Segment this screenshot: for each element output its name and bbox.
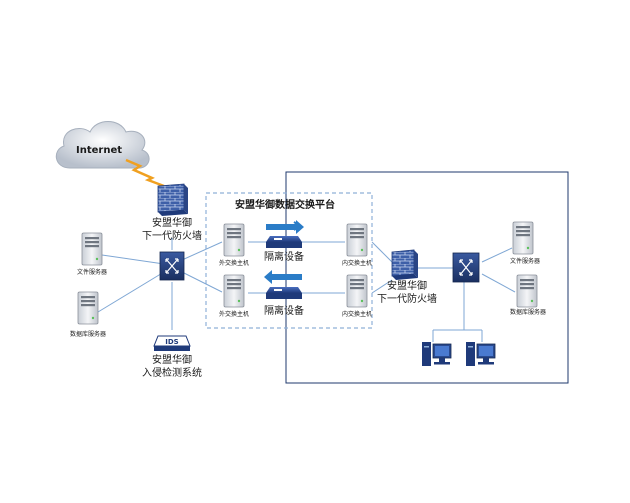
isolation-bottom-label: 隔离设备 — [264, 304, 304, 317]
inner-host-top-label: 内交换主机 — [342, 259, 372, 267]
lightning-link-icon — [125, 158, 165, 188]
ids-device-icon: IDS — [153, 335, 191, 351]
internet-label: Internet — [76, 145, 122, 156]
exchange-platform-box — [205, 192, 373, 329]
outer-firewall-icon — [157, 183, 188, 216]
ids-label-1: 安盟华御 — [152, 353, 192, 366]
right-file-server-icon — [512, 221, 534, 255]
outer-firewall-label-2: 下一代防火墙 — [142, 229, 202, 242]
workstation-left-icon — [422, 342, 452, 366]
outer-host-top-icon — [223, 223, 245, 257]
isolation-device-bottom-icon — [264, 270, 302, 299]
platform-title: 安盟华御数据交换平台 — [235, 198, 335, 211]
right-file-server-label: 文件服务器 — [510, 257, 540, 265]
outer-host-bottom-icon — [223, 274, 245, 308]
network-links — [97, 238, 516, 342]
ids-badge: IDS — [165, 338, 178, 346]
internet-cloud: Internet — [55, 121, 150, 169]
left-file-server-icon — [81, 232, 103, 266]
outer-host-top-label: 外交换主机 — [219, 259, 249, 267]
left-db-server-label: 数据库服务器 — [70, 330, 106, 338]
left-switch-icon — [159, 251, 185, 281]
ids-label-2: 入侵检测系统 — [142, 366, 202, 379]
outer-firewall-label-1: 安盟华御 — [152, 216, 192, 229]
inner-firewall-label-1: 安盟华御 — [387, 279, 427, 292]
isolation-top-label: 隔离设备 — [264, 250, 304, 263]
left-db-server-icon — [77, 291, 99, 325]
isolation-device-top-icon — [266, 220, 304, 248]
inner-firewall-icon — [391, 249, 418, 280]
right-db-server-label: 数据库服务器 — [510, 308, 546, 316]
inner-firewall-label-2: 下一代防火墙 — [377, 292, 437, 305]
workstation-right-icon — [466, 342, 496, 366]
outer-host-bottom-label: 外交换主机 — [219, 310, 249, 318]
right-switch-icon — [452, 252, 480, 283]
left-file-server-label: 文件服务器 — [77, 268, 107, 276]
inner-host-bottom-icon — [346, 274, 368, 308]
right-db-server-icon — [516, 274, 538, 308]
inner-host-top-icon — [346, 223, 368, 257]
inner-host-bottom-label: 内交换主机 — [342, 310, 372, 318]
